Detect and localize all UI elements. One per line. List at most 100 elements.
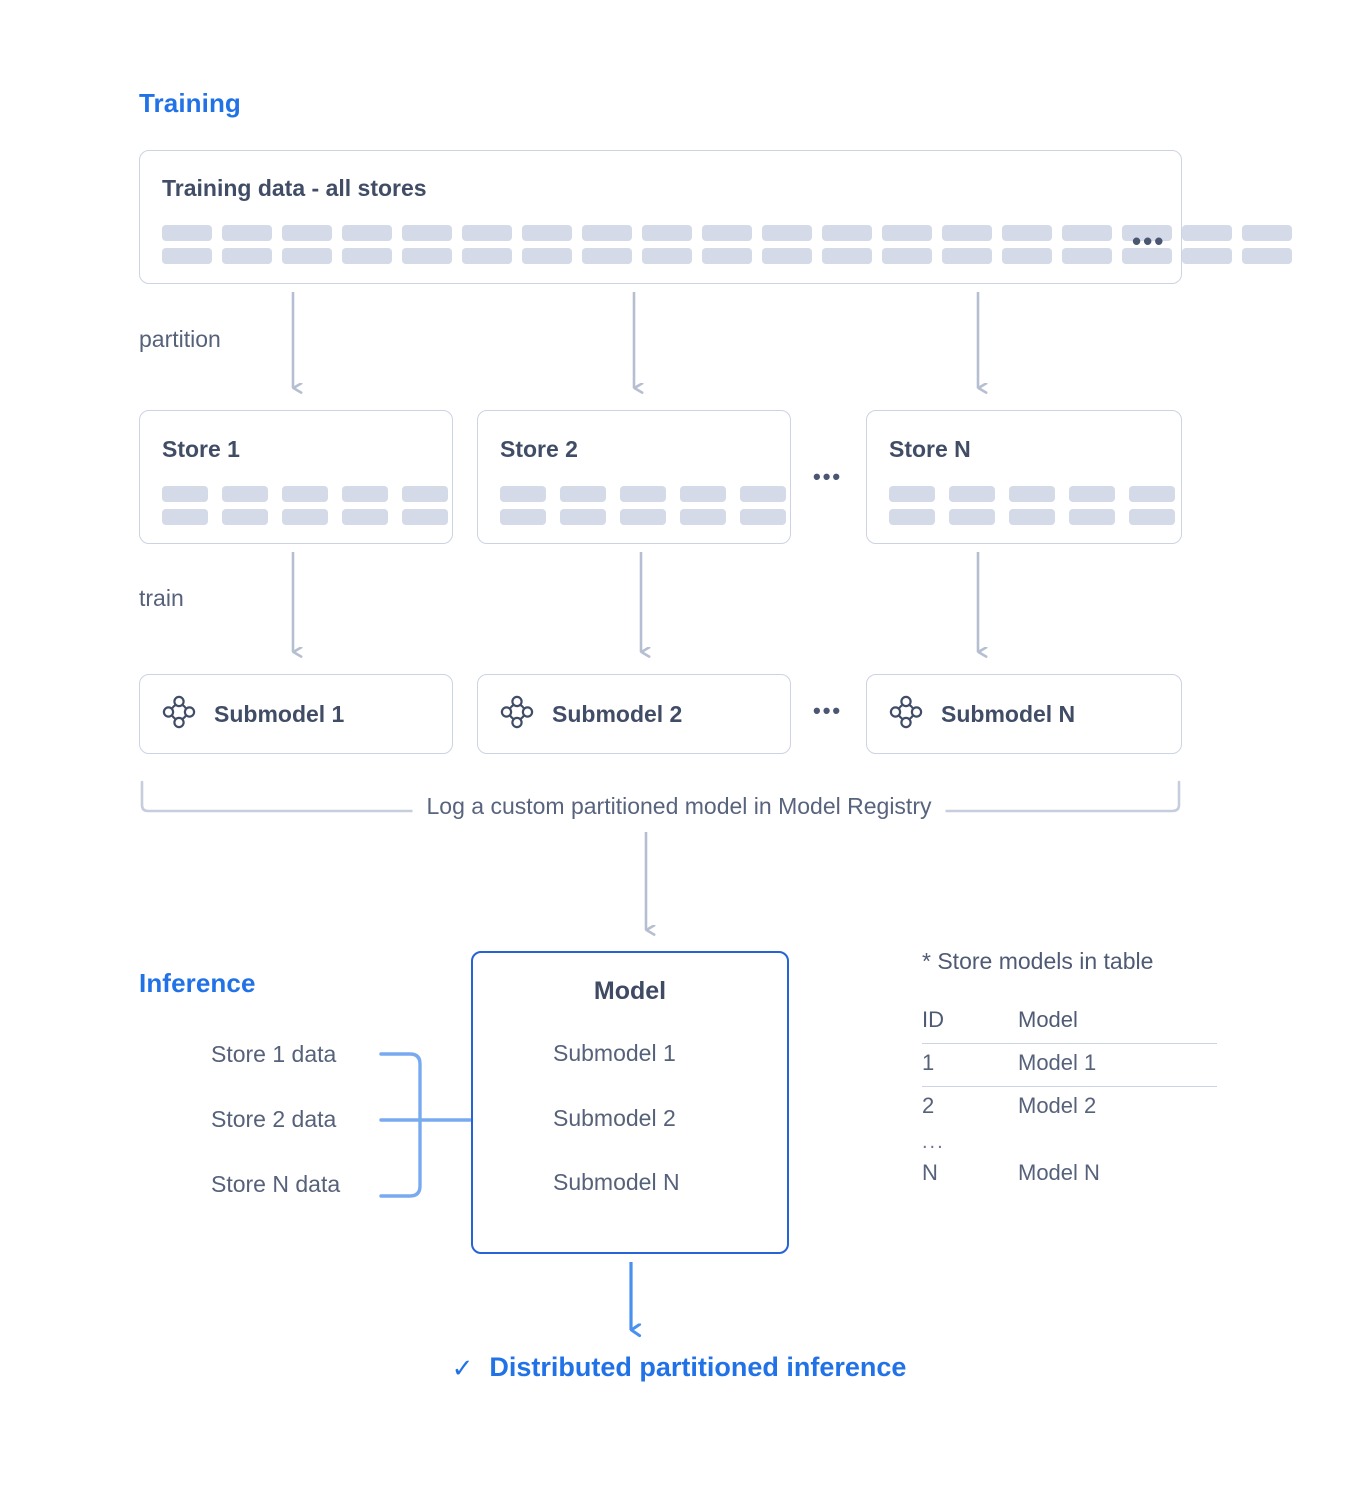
data-block <box>1062 225 1112 241</box>
data-block <box>942 225 992 241</box>
store-cards-ellipsis: ••• <box>813 464 843 489</box>
data-block <box>822 225 872 241</box>
table-cell-id: 2 <box>922 1093 935 1118</box>
inference-input-store-n: Store N data <box>211 1171 341 1197</box>
data-block <box>740 509 786 525</box>
data-block <box>222 248 272 264</box>
data-block <box>462 225 512 241</box>
inference-input-store-2: Store 2 data <box>211 1106 337 1132</box>
table-ellipsis-row: ... <box>922 1129 1217 1154</box>
data-block <box>620 486 666 502</box>
data-block <box>680 509 726 525</box>
data-block <box>1009 509 1055 525</box>
inference-section-title: Inference <box>139 968 256 998</box>
submodel-card-label: Submodel 1 <box>214 700 345 727</box>
model-submodel-n: Submodel N <box>553 1169 680 1195</box>
data-block <box>882 248 932 264</box>
table-cell-model: Model N <box>1018 1160 1100 1185</box>
data-block <box>949 486 995 502</box>
store-blocks <box>500 486 786 525</box>
training-data-card-title: Training data - all stores <box>162 175 427 201</box>
data-block <box>889 486 935 502</box>
submodel-card-n: Submodel N <box>866 674 1182 754</box>
model-card-title: Model <box>593 977 667 1005</box>
data-block <box>1069 509 1115 525</box>
data-block <box>1062 248 1112 264</box>
training-section-title: Training <box>139 88 241 118</box>
data-block <box>642 225 692 241</box>
data-block <box>282 509 328 525</box>
model-card: Model <box>471 951 789 1254</box>
data-block <box>342 509 388 525</box>
store-models-table: ID Model 1 Model 1 2 Model 2 ... N Model… <box>922 1001 1217 1196</box>
table-cell-id: 1 <box>922 1043 1018 1087</box>
check-icon: ✓ <box>451 1352 474 1383</box>
data-block <box>162 225 212 241</box>
data-block <box>162 509 208 525</box>
submodel-card-label: Submodel N <box>941 700 1076 727</box>
data-block <box>620 509 666 525</box>
data-block <box>222 486 268 502</box>
data-block <box>522 248 572 264</box>
data-block <box>1129 509 1175 525</box>
data-block <box>582 248 632 264</box>
table-cell-model: Model 2 <box>1018 1093 1097 1118</box>
data-block <box>1182 225 1232 241</box>
data-block <box>1002 248 1052 264</box>
data-block <box>762 248 812 264</box>
data-block <box>402 486 448 502</box>
table-cell-model: Model 1 <box>1018 1043 1217 1087</box>
data-block <box>560 509 606 525</box>
store-card-2: Store 2 <box>477 410 791 544</box>
store-models-table-title: * Store models in table <box>922 948 1154 974</box>
store-card-1: Store 1 <box>139 410 453 544</box>
store-card-n: Store N <box>866 410 1182 544</box>
table-header-id: ID <box>922 1001 1018 1044</box>
store-card-title: Store 1 <box>162 436 240 462</box>
store-blocks <box>889 486 1175 525</box>
model-submodel-1: Submodel 1 <box>553 1040 676 1066</box>
registry-label: Log a custom partitioned model in Model … <box>412 793 946 820</box>
data-block <box>222 225 272 241</box>
data-block <box>1242 248 1292 264</box>
store-models-table-block: * Store models in table ID Model 1 Model… <box>922 948 1222 1196</box>
model-nodes-icon <box>500 695 534 734</box>
data-block <box>162 248 212 264</box>
inference-input-store-1: Store 1 data <box>211 1041 337 1067</box>
data-block <box>282 225 332 241</box>
table-row: N Model N <box>922 1154 1217 1196</box>
data-block <box>162 486 208 502</box>
data-block <box>402 225 452 241</box>
table-cell-id: N <box>922 1160 938 1185</box>
result-row: ✓ Distributed partitioned inference <box>452 1352 907 1383</box>
data-block <box>702 225 752 241</box>
table-header-model: Model <box>1018 1001 1217 1044</box>
submodel-cards-ellipsis: ••• <box>813 698 843 723</box>
data-block <box>282 248 332 264</box>
data-block <box>680 486 726 502</box>
data-block <box>942 248 992 264</box>
store-card-title: Store 2 <box>500 436 578 462</box>
model-nodes-icon <box>889 695 923 734</box>
data-block <box>282 486 328 502</box>
data-block <box>882 225 932 241</box>
training-data-ellipsis: ••• <box>1132 226 1166 256</box>
store-blocks <box>162 486 448 525</box>
training-data-card: Training data - all stores <box>139 150 1292 284</box>
data-block <box>1129 486 1175 502</box>
result-label: Distributed partitioned inference <box>489 1352 907 1382</box>
data-block <box>560 486 606 502</box>
data-block <box>500 486 546 502</box>
data-block <box>1069 486 1115 502</box>
data-block <box>1182 248 1232 264</box>
data-block <box>642 248 692 264</box>
data-block <box>342 248 392 264</box>
data-block <box>1009 486 1055 502</box>
data-block <box>1002 225 1052 241</box>
model-nodes-icon <box>162 695 196 734</box>
data-block <box>889 509 935 525</box>
data-block <box>522 225 572 241</box>
data-block <box>342 486 388 502</box>
